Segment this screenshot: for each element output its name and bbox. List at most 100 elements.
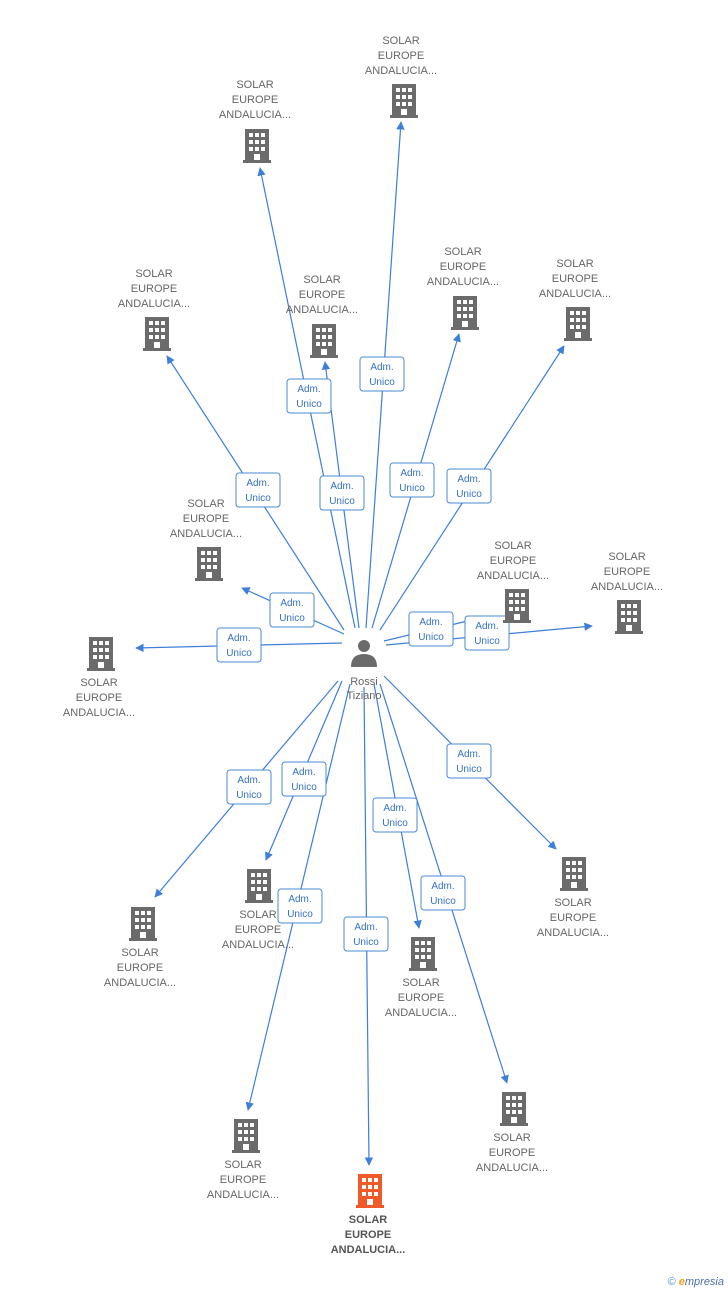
company-node-n10[interactable]: SOLAR EUROPE ANDALUCIA... [591,551,663,634]
company-name-line: SOLAR [239,909,276,921]
company-name-line: ANDALUCIA... [222,939,294,951]
company-name-line: EUROPE [378,50,424,62]
company-node-n8[interactable]: SOLAREUROPEANDALUCIA... [63,637,135,719]
company-node-n13[interactable]: SOLAR EUROPE ANDALUCIA... [222,869,294,951]
edge-label-n13[interactable]: Adm.Unico [281,761,327,797]
edge-label-box [277,888,323,924]
company-name-line: ANDALUCIA... [286,304,358,316]
company-name-line: SOLAR [187,498,224,510]
company-name-line: SOLAR [382,35,419,47]
edge-label-n12[interactable]: Adm.Unico [226,769,272,805]
company-name-line: EUROPE [398,992,444,1004]
edge-label-n15[interactable]: Adm.Unico [420,875,466,911]
company-node-n15[interactable]: SOLAREUROPEANDALUCIA... [476,1092,548,1174]
building-icon [143,317,171,351]
edge-label-n2[interactable]: Adm.Unico [286,378,332,414]
edge-label-box [269,592,315,628]
edge-label-box [408,611,454,647]
edge-label-text: Adm. [280,598,303,609]
company-name-line: SOLAR [608,551,645,563]
edge-label-text: Adm. [419,617,442,628]
company-node-n12[interactable]: SOLAR EUROPE ANDALUCIA... [104,907,176,989]
edge-label-n5[interactable]: Adm.Unico [389,462,435,498]
edge-label-box [216,627,262,663]
company-name-line: EUROPE [117,962,163,974]
edge-label-n4[interactable]: Adm. Unico [319,475,365,511]
edge-label-text: Unico [353,937,379,948]
building-icon [564,307,592,341]
edge-label-box [343,916,389,952]
company-name-line: EUROPE [299,289,345,301]
company-node-n14[interactable]: SOLAREUROPEANDALUCIA... [385,937,457,1019]
edge-label-text: Unico [329,496,355,507]
edge-label-text: Adm. [383,803,406,814]
company-name-line: EUROPE [550,912,596,924]
company-node-n16[interactable]: SOLAREUROPEANDALUCIA... [207,1119,279,1201]
company-node-n2[interactable]: SOLAREUROPEANDALUCIA... [219,79,291,163]
company-node-n17[interactable]: SOLAREUROPEANDALUCIA... [331,1174,406,1256]
edge-label-text: Unico [369,377,395,388]
company-node-n5[interactable]: SOLAREUROPEANDALUCIA... [427,246,499,330]
company-node-n4[interactable]: SOLAREUROPEANDALUCIA... [286,274,358,358]
edge-label-n7[interactable]: Adm.Unico [269,592,315,628]
company-name-line: ANDALUCIA... [118,298,190,310]
company-name-line: SOLAR [349,1214,388,1226]
company-name-line: ANDALUCIA... [591,581,663,593]
edge-label-n14[interactable]: Adm. Unico [372,797,418,833]
company-name-line: EUROPE [131,283,177,295]
person-icon-body [351,654,377,667]
company-name-line: SOLAR [121,947,158,959]
person-name-line: Tiziano [346,690,381,702]
company-node-n11[interactable]: SOLAREUROPEANDALUCIA... [537,857,609,939]
edge-label-n11[interactable]: Adm. Unico [446,743,492,779]
edge-label-n1[interactable]: Adm.Unico [359,356,405,392]
copyright-symbol: © [667,1276,676,1288]
company-name-line: EUROPE [76,692,122,704]
edge-label-text: Unico [287,909,313,920]
edge-label-n10[interactable]: Adm.Unico [464,615,510,651]
edge-label-text: Unico [418,632,444,643]
edge-label-box [226,769,272,805]
edge-label-box [389,462,435,498]
company-node-n7[interactable]: SOLAREUROPEANDALUCIA... [170,498,242,581]
building-icon [87,637,115,671]
building-icon [390,84,418,118]
building-icon [560,857,588,891]
edge-label-text: Unico [291,782,317,793]
edge-label-text: Adm. [457,749,480,760]
edge-label-box [281,761,327,797]
company-name-line: SOLAR [444,246,481,258]
company-name-line: EUROPE [183,513,229,525]
edge-label-n17[interactable]: Adm.Unico [343,916,389,952]
company-name-line: ANDALUCIA... [63,707,135,719]
company-node-n6[interactable]: SOLAREUROPEANDALUCIA... [539,258,611,341]
company-node-n3[interactable]: SOLAREUROPEANDALUCIA... [118,268,190,351]
edge-label-n6[interactable]: Adm.Unico [446,468,492,504]
company-node-n9[interactable]: SOLAREUROPEANDALUCIA... [477,540,549,623]
company-name-line: SOLAR [494,540,531,552]
company-name-line: EUROPE [604,566,650,578]
edge-label-n9[interactable]: Adm. Unico [408,611,454,647]
edge-label-text: Unico [236,790,262,801]
building-icon [409,937,437,971]
edge-label-text: Unico [382,818,408,829]
company-name-line: ANDALUCIA... [104,977,176,989]
edge-label-text: Adm. [330,481,353,492]
company-name-line: EUROPE [552,273,598,285]
building-icon [195,547,223,581]
company-name-line: EUROPE [235,924,281,936]
company-name-line: ANDALUCIA... [331,1244,406,1256]
edge-label-text: Unico [456,764,482,775]
edge-label-n16[interactable]: Adm.Unico [277,888,323,924]
edge-label-n3[interactable]: Adm.Unico [235,472,281,508]
company-node-n1[interactable]: SOLAREUROPEANDALUCIA... [365,35,437,118]
brand-name: mpresia [684,1276,724,1288]
building-icon [503,589,531,623]
company-name-line: EUROPE [440,261,486,273]
edge-label-text: Adm. [297,384,320,395]
edge-label-n8[interactable]: Adm.Unico [216,627,262,663]
edge-label-text: Adm. [475,621,498,632]
edge-label-text: Unico [430,896,456,907]
